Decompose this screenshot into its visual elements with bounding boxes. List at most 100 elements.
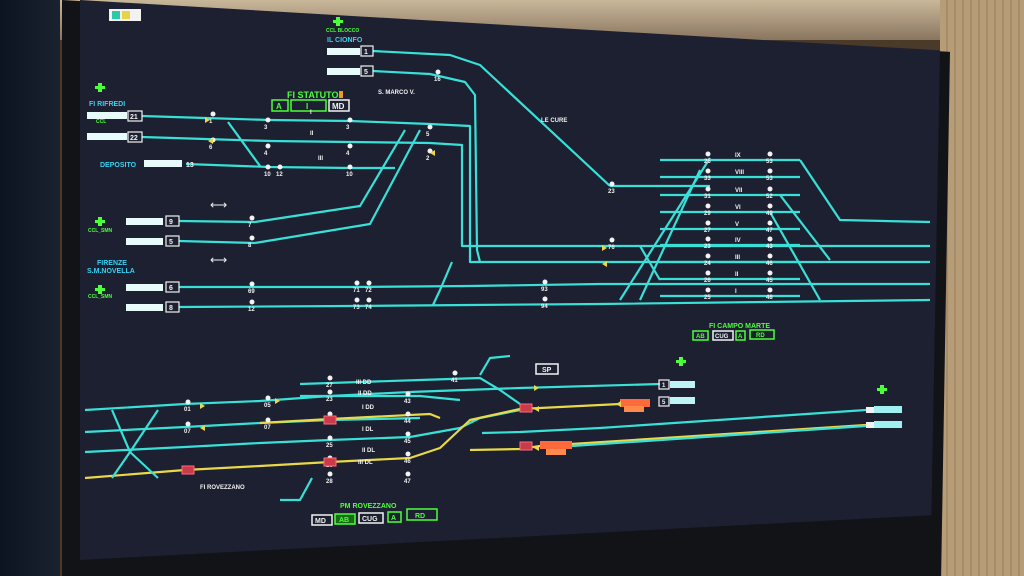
signal[interactable]: 27 <box>704 220 711 235</box>
track-smn-6[interactable] <box>179 282 930 289</box>
occupied-block[interactable] <box>620 399 650 412</box>
signal[interactable]: 5 <box>426 124 433 139</box>
signal[interactable]: 3 <box>346 117 353 132</box>
signal[interactable]: 07 <box>264 417 271 432</box>
rov-track-3[interactable] <box>84 408 521 454</box>
signal[interactable]: 52 <box>766 186 773 201</box>
signal[interactable]: 31 <box>704 186 711 201</box>
rov-stub-2[interactable] <box>479 354 511 376</box>
signal[interactable]: 24 <box>704 253 711 268</box>
rov-crossover-2[interactable] <box>111 409 159 479</box>
ccl-indicator-icon[interactable] <box>676 357 686 366</box>
rov-route-set-2[interactable] <box>259 412 441 425</box>
signal[interactable]: 93 <box>541 279 548 294</box>
signal[interactable]: 12 <box>248 299 255 314</box>
signal-aspect-icon[interactable] <box>616 401 621 407</box>
signal[interactable]: 23 <box>608 181 615 196</box>
yard-diagonal-5[interactable] <box>639 245 661 281</box>
track-smn-5-link[interactable] <box>254 129 421 245</box>
occupied-signal-box[interactable] <box>323 415 337 425</box>
signal[interactable]: 47 <box>404 471 411 486</box>
signal[interactable]: 76 <box>608 237 615 252</box>
signal-aspect-icon[interactable] <box>534 445 539 451</box>
signal[interactable]: 46 <box>404 451 411 466</box>
signal[interactable]: 1 <box>209 111 216 126</box>
signal[interactable]: 45 <box>404 431 411 446</box>
yard-diagonal-2[interactable] <box>639 169 701 301</box>
signal[interactable]: 27 <box>326 375 333 390</box>
occupied-signal-box[interactable] <box>519 441 533 451</box>
signal[interactable]: 45 <box>766 270 773 285</box>
campo-marte-exit[interactable] <box>799 159 931 224</box>
rov-track-east-2[interactable] <box>571 424 867 448</box>
signal[interactable]: 29 <box>704 203 711 218</box>
ccl-indicator-icon[interactable] <box>333 17 343 26</box>
track-deposito[interactable] <box>185 162 395 170</box>
signal-aspect-icon[interactable] <box>200 425 205 431</box>
yard-diagonal-4[interactable] <box>779 194 831 261</box>
track-smn-8[interactable] <box>178 298 931 309</box>
signal-aspect-icon[interactable] <box>534 406 539 412</box>
entry-smn-8[interactable]: 8 <box>126 301 180 313</box>
rov-route-set-1[interactable] <box>84 460 331 480</box>
signal[interactable]: 71 <box>353 280 360 295</box>
occupied-signal-box[interactable] <box>519 403 533 413</box>
campo-marte-button-a[interactable]: A <box>735 330 746 341</box>
rov-track-upper-2[interactable] <box>300 394 461 402</box>
statuto-button-a[interactable]: A <box>271 99 289 112</box>
occupied-signal-box[interactable] <box>323 457 337 467</box>
crossover[interactable] <box>227 121 261 167</box>
track-smn-9[interactable] <box>178 219 256 224</box>
entry-rifredi-21[interactable]: 21 <box>87 110 143 122</box>
signal[interactable]: 26 <box>704 270 711 285</box>
signal[interactable]: 01 <box>184 399 191 414</box>
signal[interactable]: 48 <box>766 287 773 302</box>
campo-marte-button-cug[interactable]: CUG <box>712 330 734 341</box>
signal[interactable]: 4 <box>264 143 271 158</box>
signal[interactable]: 25 <box>704 151 711 166</box>
yard-diagonal-3[interactable] <box>769 211 821 301</box>
rov-track-upper[interactable] <box>299 376 521 405</box>
entry-east-1[interactable]: 1 <box>658 379 695 390</box>
signal[interactable]: 10 <box>264 164 271 179</box>
occupied-signal-box[interactable] <box>181 465 195 475</box>
rovezzano-button-rd[interactable]: RD <box>406 508 438 521</box>
signal[interactable]: 8 <box>248 235 255 250</box>
signal[interactable]: 12 <box>276 164 283 179</box>
signal[interactable]: 23 <box>326 389 333 404</box>
signal[interactable]: 43 <box>766 236 773 251</box>
signal-aspect-icon[interactable] <box>205 117 210 123</box>
double-arrow-icon[interactable]: ⟷ <box>210 253 227 267</box>
entry-cionfo-5[interactable]: 5 <box>327 65 374 77</box>
rovezzano-button-ab[interactable]: AB <box>334 513 356 525</box>
double-arrow-icon[interactable]: ⟷ <box>210 198 227 212</box>
signal[interactable]: 25 <box>326 435 333 450</box>
signal[interactable]: 44 <box>404 411 411 426</box>
signal[interactable]: 94 <box>541 296 548 311</box>
signal[interactable]: 07 <box>184 421 191 436</box>
signal[interactable]: 16 <box>434 69 441 84</box>
signal-aspect-icon[interactable] <box>430 150 435 156</box>
rov-track-east-1[interactable] <box>481 408 867 435</box>
entry-rifredi-22[interactable]: 22 <box>87 131 143 143</box>
signal[interactable]: 49 <box>766 203 773 218</box>
signal[interactable]: 72 <box>365 280 372 295</box>
signal-aspect-icon[interactable] <box>208 138 213 144</box>
signal[interactable]: 46 <box>766 253 773 268</box>
track-cionfo-5[interactable] <box>372 69 482 263</box>
signal[interactable]: 28 <box>326 471 333 486</box>
rov-stub[interactable] <box>280 477 313 502</box>
sp-button[interactable]: SP <box>535 363 559 375</box>
signal-aspect-icon[interactable] <box>275 398 280 404</box>
signal[interactable]: 7 <box>248 215 255 230</box>
track-rifredi-1[interactable] <box>141 114 600 264</box>
rovezzano-button-md[interactable]: MD <box>311 514 333 526</box>
signal[interactable]: 74 <box>365 297 372 312</box>
signal-aspect-icon[interactable] <box>602 261 607 267</box>
entry-smn-6[interactable]: 6 <box>126 281 180 293</box>
signal[interactable]: 69 <box>248 281 255 296</box>
entry-east-far-2[interactable] <box>866 421 902 428</box>
statuto-button-md[interactable]: MD <box>328 99 350 112</box>
track-rifredi-2[interactable] <box>141 135 600 248</box>
track-cionfo-1-le-cure[interactable] <box>372 49 611 187</box>
